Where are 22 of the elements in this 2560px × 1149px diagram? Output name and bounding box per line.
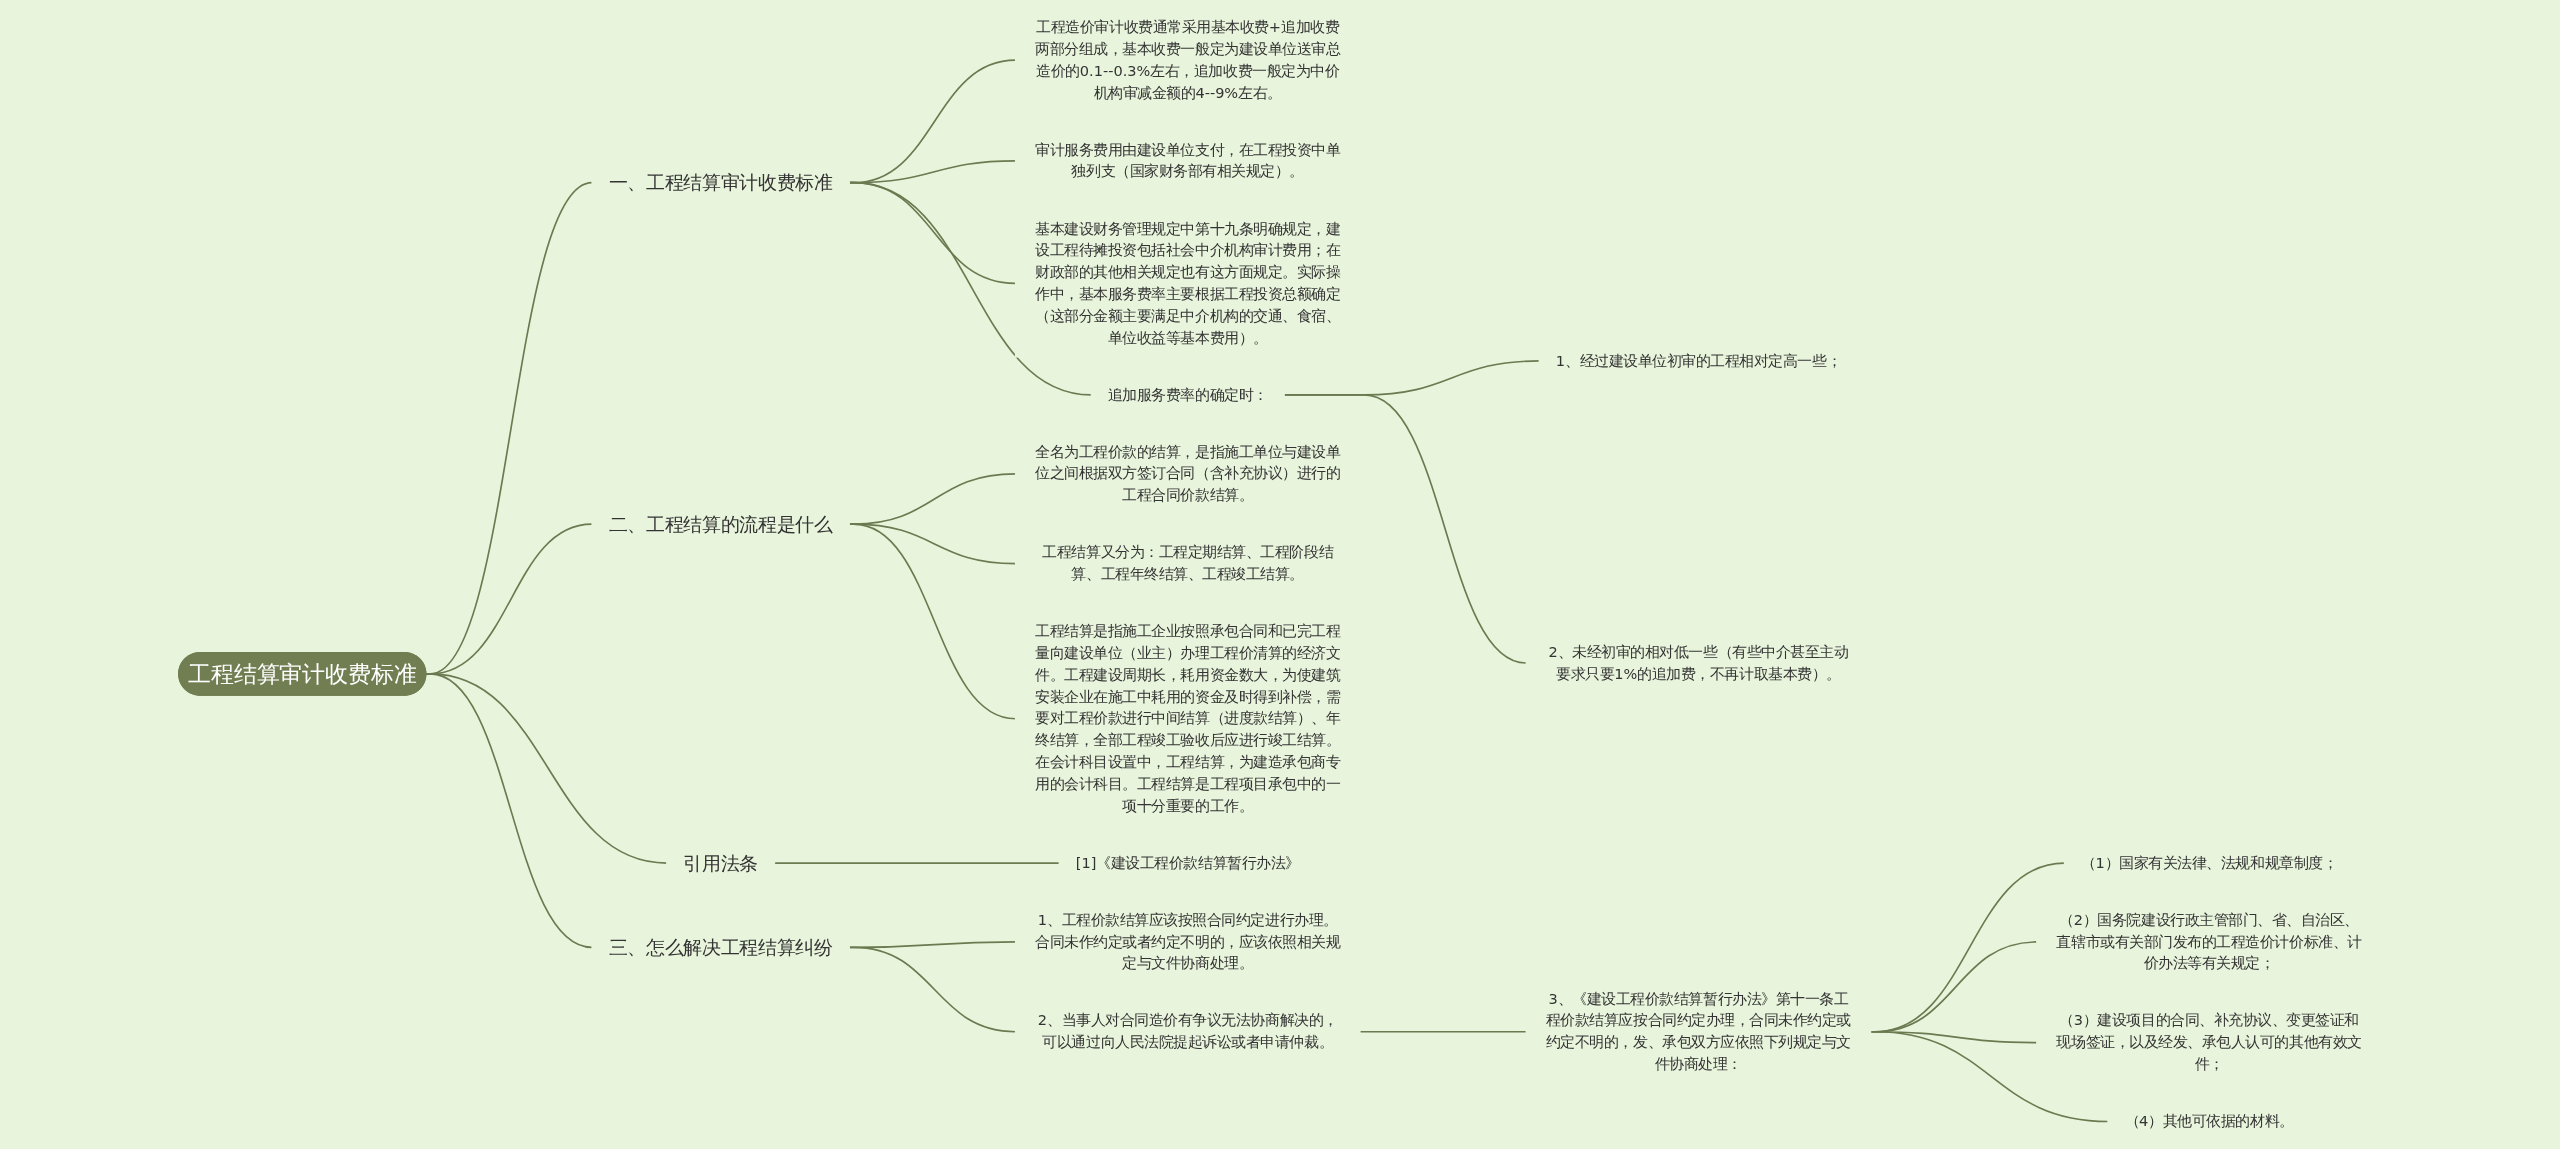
node-text: [1]《建设工程价款结算暂行办法》 bbox=[1075, 854, 1300, 871]
node-text: 1、工程价款结算应该按照合同约定进行办理。合同未作约定或者约定不明的，应该依照相关规定与文件协商处理。 bbox=[1035, 911, 1341, 972]
node-text: 审计服务费用由建设单位支付，在工程投资中单独列支（国家财务部有相关规定）。 bbox=[1035, 141, 1341, 180]
node-text: （1）国家有关法律、法规和规章制度； bbox=[2080, 854, 2338, 871]
node-text: 工程造价审计收费通常采用基本收费+追加收费两部分组成，基本收费一般定为建设单位送审总造价的0.1--0.3%左右，追加收费一般定为中价机构审减金额的4--9%左右。 bbox=[1035, 18, 1341, 101]
node-text: （4）其他可依据的材料。 bbox=[2124, 1112, 2294, 1130]
node-text: 全名为工程价款的结算，是指施工单位与建设单位之间根据双方签订合同（含补充协议）进行的工程合同价款结算。 bbox=[1035, 443, 1341, 504]
node-text: 基本建设财务管理规定中第十九条明确规定，建设工程待摊投资包括社会中介机构审计费用；在财政部的其他相关规定也有这方面规定。实际操作中，基本服务费率主要根据工程投资总额确定（这部分金额主要满足中介机构的交通、食宿、单位收益等基本费用）。 bbox=[1035, 220, 1341, 346]
node-text: 追加服务费率的确定时： bbox=[1107, 386, 1268, 403]
node-text: 工程结算又分为：工程定期结算、工程阶段结算、工程年终结算、工程竣工结算。 bbox=[1042, 543, 1334, 583]
node-text: 1、经过建设单位初审的工程相对定高一些； bbox=[1555, 352, 1842, 369]
node-text: 一、工程结算审计收费标准 bbox=[608, 171, 833, 194]
connector bbox=[425, 673, 593, 949]
node-text: （2）国务院建设行政主管部门、省、自治区、直辖市或有关部门发布的工程造价计价标准、计价办法等有关规定； bbox=[2056, 911, 2362, 972]
node-text: 二、工程结算的流程是什么 bbox=[608, 513, 833, 536]
node-text: 工程结算是指施工企业按照承包合同和已完工程量向建设单位（业主）办理工程价清算的经济文件。工程建设周期长，耗用资金数大，为使建筑安装企业在施工中耗用的资金及时得到补偿，需要对工程价款进行中间结算（进度款结算）、年终结算，全部工程竣工验收后应进行竣工结算。在会计科目设置中，工程结算，为建造承包商专用的会计科目。工程结算是工程项目承包中的一项十分重要的工作。 bbox=[1035, 622, 1341, 814]
node-text: 3、《建设工程价款结算暂行办法》第十一条工程价款结算应按合同约定办理，合同未作约定或约定不明的，发、承包双方应依照下列规定与文件协商处理： bbox=[1545, 990, 1851, 1073]
node-text: 2、未经初审的相对低一些（有些中介甚至主动要求只要1%的追加费，不再计取基本费）。 bbox=[1548, 643, 1849, 682]
node-text: （3）建设项目的合同、补充协议、变更签证和现场签证，以及经发、承包人认可的其他有效文件； bbox=[2056, 1011, 2362, 1073]
node-text: 2、当事人对合同造价有争议无法协商解决的，可以通过向人民法院提起诉讼或者申请仲裁。 bbox=[1037, 1011, 1338, 1051]
node-text: 引用法条 bbox=[683, 852, 759, 874]
node-text: 三、怎么解决工程结算纠纷 bbox=[608, 936, 833, 959]
